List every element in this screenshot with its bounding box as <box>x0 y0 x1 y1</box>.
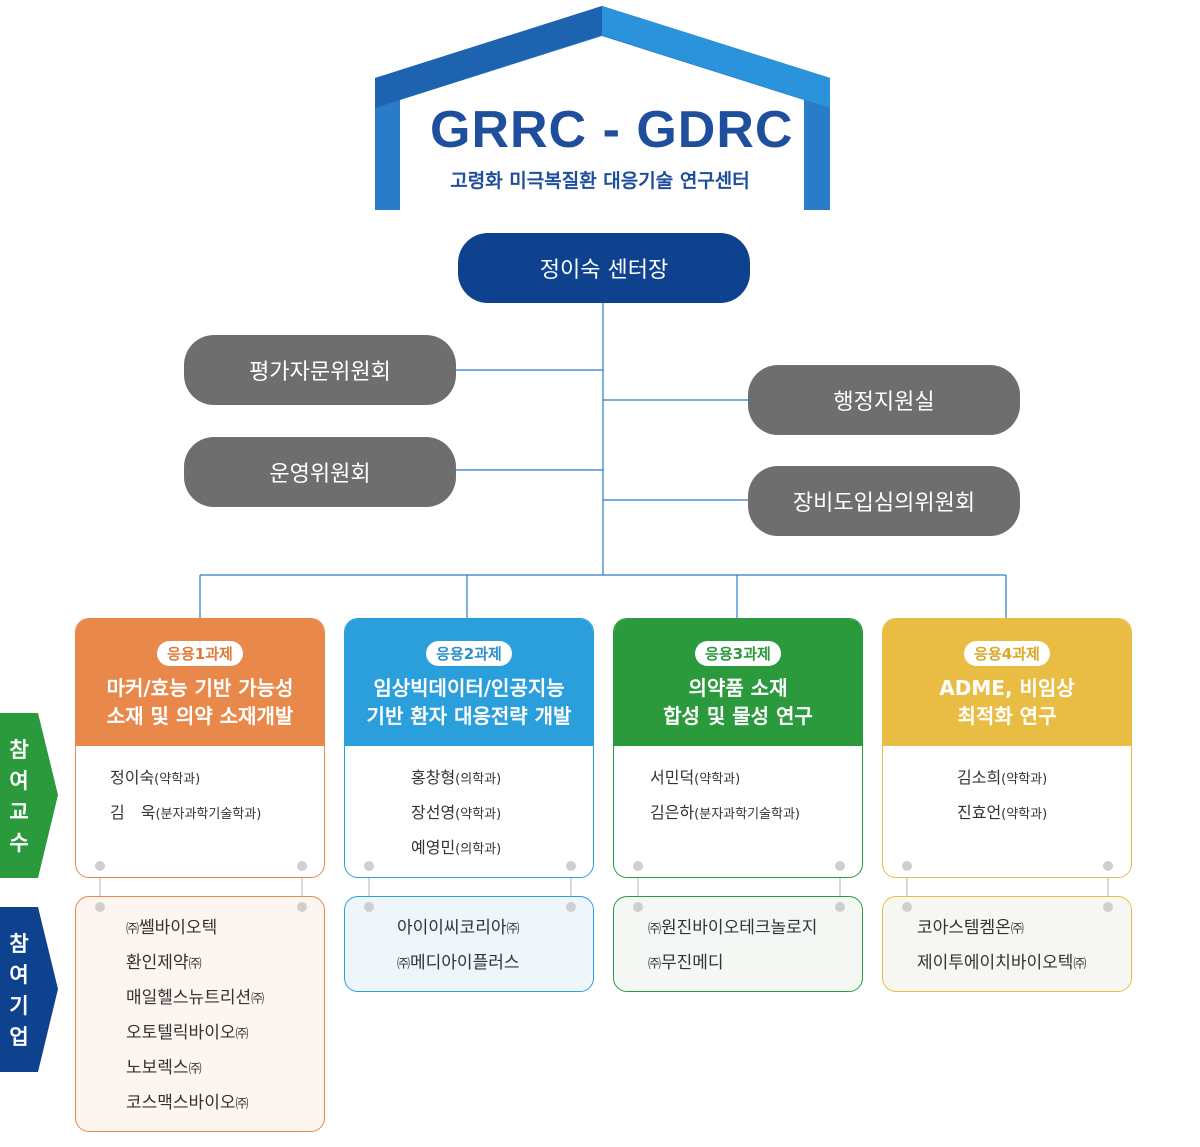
project-3-header: 응용3과제 의약품 소재 합성 및 물성 연구 <box>614 619 862 746</box>
professor-item: 정이숙(약학과) <box>110 768 201 787</box>
project-1-badge: 응용1과제 <box>157 641 243 666</box>
project-3-title-line2: 합성 및 물성 연구 <box>663 704 813 728</box>
company-item: 환인제약㈜ <box>126 953 202 973</box>
company-item: ㈜쎌바이오텍 <box>126 918 218 938</box>
connector-dot <box>633 861 643 871</box>
operation-committee-box: 운영위원회 <box>184 437 456 507</box>
header-house-frame <box>375 6 830 210</box>
project-4-badge: 응용4과제 <box>964 641 1050 666</box>
professor-item: 김 욱(분자과학기술학과) <box>110 803 262 822</box>
connector-dot <box>902 902 912 912</box>
admin-support-office-box: 행정지원실 <box>748 365 1020 435</box>
connector-dot <box>297 902 307 912</box>
project-1-title-line2: 소재 및 의약 소재개발 <box>106 704 294 728</box>
project-1-companies-box: ㈜쎌바이오텍 환인제약㈜ 매일헬스뉴트리션㈜ 오토텔릭바이오㈜ 노보렉스㈜ 코스… <box>75 896 325 1132</box>
connector-dot <box>95 861 105 871</box>
company-item: 코아스템켐온㈜ <box>917 918 1024 938</box>
connector-dot <box>95 902 105 912</box>
project-4-header: 응용4과제 ADME, 비임상 최적화 연구 <box>883 619 1131 746</box>
equipment-committee-box: 장비도입심의위원회 <box>748 466 1020 536</box>
professor-item: 김은하(분자과학기술학과) <box>650 803 800 822</box>
professor-item: 진효언(약학과) <box>957 803 1048 822</box>
connector-dot <box>835 902 845 912</box>
project-2-header: 응용2과제 임상빅데이터/인공지능 기반 환자 대응전략 개발 <box>345 619 593 746</box>
connector-dot <box>902 861 912 871</box>
company-item: ㈜무진메디 <box>648 953 724 973</box>
evaluation-committee-box: 평가자문위원회 <box>184 335 456 405</box>
professor-item: 홍창형(의학과) <box>411 768 502 787</box>
professor-item: 예영민(의학과) <box>411 838 502 857</box>
logo-grrc: GRRC <box>430 101 588 159</box>
connector-dot <box>297 861 307 871</box>
project-3-title-line1: 의약품 소재 <box>688 676 788 700</box>
connector-dot <box>364 902 374 912</box>
project-1-card: 응용1과제 마커/효능 기반 가능성 소재 및 의약 소재개발 정이숙(약학과)… <box>75 618 325 878</box>
project-2-companies-box: 아이이씨코리아㈜ ㈜메디아이플러스 <box>344 896 594 992</box>
project-4-companies-box: 코아스템켐온㈜ 제이투에이치바이오텍㈜ <box>882 896 1132 992</box>
project-1-title-line1: 마커/효능 기반 가능성 <box>106 676 294 700</box>
company-item: 코스맥스바이오㈜ <box>126 1093 249 1113</box>
participating-professors-label: 참 여 교 수 <box>0 713 58 878</box>
professor-item: 김소희(약학과) <box>957 768 1048 787</box>
company-item: 아이이씨코리아㈜ <box>397 918 520 938</box>
project-3-card: 응용3과제 의약품 소재 합성 및 물성 연구 서민덕(약학과) 김은하(분자과… <box>613 618 863 878</box>
center-subtitle: 고령화 미극복질환 대응기술 연구센터 <box>450 170 750 192</box>
professor-item: 장선영(약학과) <box>411 803 502 822</box>
company-item: 노보렉스㈜ <box>126 1058 202 1078</box>
connector-dot <box>566 902 576 912</box>
project-4-title-line2: 최적화 연구 <box>957 704 1057 728</box>
company-item: ㈜원진바이오테크놀로지 <box>648 918 818 938</box>
company-item: 제이투에이치바이오텍㈜ <box>917 953 1087 973</box>
project-4-card: 응용4과제 ADME, 비임상 최적화 연구 김소희(약학과) 진효언(약학과) <box>882 618 1132 878</box>
logo-dash: - <box>602 101 621 159</box>
connector-dot <box>1103 902 1113 912</box>
company-item: 오토텔릭바이오㈜ <box>126 1023 249 1043</box>
connector-dot <box>364 861 374 871</box>
center-director-box: 정이숙 센터장 <box>458 233 750 303</box>
project-2-title-line1: 임상빅데이터/인공지능 <box>373 676 565 700</box>
project-2-badge: 응용2과제 <box>426 641 512 666</box>
company-item: ㈜메디아이플러스 <box>397 953 520 973</box>
project-4-title-line1: ADME, 비임상 <box>939 676 1075 700</box>
connector-dot <box>1103 861 1113 871</box>
project-2-card: 응용2과제 임상빅데이터/인공지능 기반 환자 대응전략 개발 홍창형(의학과)… <box>344 618 594 878</box>
logo-gdrc: GDRC <box>636 101 794 159</box>
connector-dot <box>835 861 845 871</box>
company-item: 매일헬스뉴트리션㈜ <box>126 988 265 1008</box>
project-2-title-line2: 기반 환자 대응전략 개발 <box>366 704 572 728</box>
project-3-badge: 응용3과제 <box>695 641 781 666</box>
project-3-companies-box: ㈜원진바이오테크놀로지 ㈜무진메디 <box>613 896 863 992</box>
center-logo: GRRC - GDRC <box>430 100 792 160</box>
connector-dot <box>566 861 576 871</box>
project-1-header: 응용1과제 마커/효능 기반 가능성 소재 및 의약 소재개발 <box>76 619 324 746</box>
connector-dot <box>633 902 643 912</box>
participating-companies-label: 참 여 기 업 <box>0 907 58 1072</box>
professor-item: 서민덕(약학과) <box>650 768 741 787</box>
